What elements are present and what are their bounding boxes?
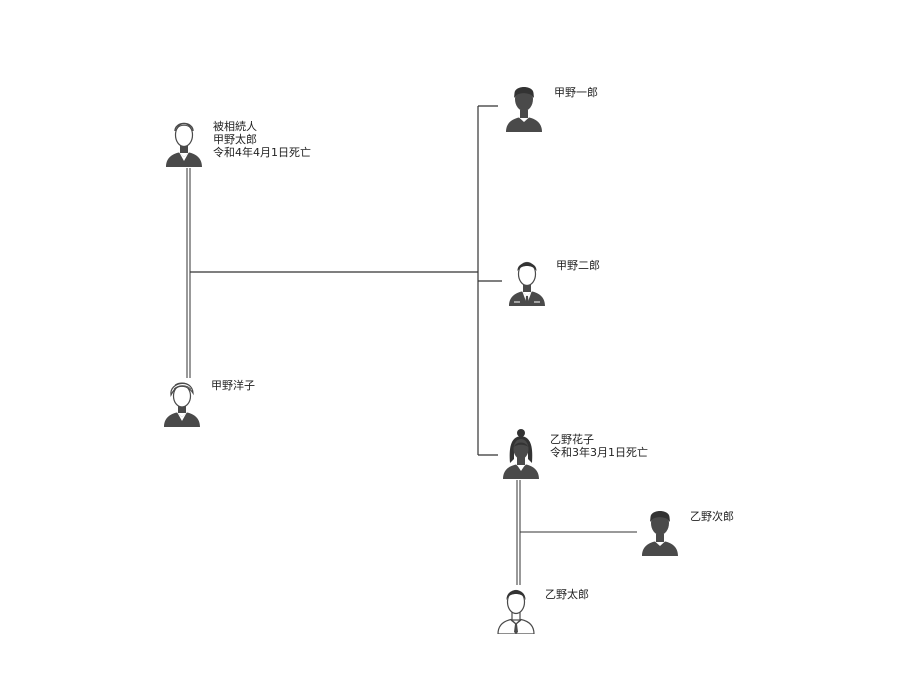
elderly-woman-icon — [163, 382, 201, 427]
child3-name: 乙野花子 — [550, 433, 594, 446]
child2-name: 甲野二郎 — [556, 259, 600, 272]
woman-icon — [503, 429, 539, 479]
child3-death-note: 令和3年3月1日死亡 — [550, 446, 648, 459]
spouse-name: 甲野洋子 — [211, 379, 255, 392]
marriage-line-child3-spouse — [516, 480, 521, 585]
man-icon — [642, 511, 678, 556]
deceased-label: 被相続人 甲野太郎 令和4年4月1日死亡 — [213, 120, 311, 159]
deceased-role: 被相続人 — [213, 120, 257, 133]
child1-label: 甲野一郎 — [554, 86, 598, 99]
deceased-name: 甲野太郎 — [213, 133, 257, 146]
businessman-icon — [508, 261, 546, 306]
man-icon — [506, 87, 542, 132]
grandchild-label: 乙野次郎 — [690, 510, 734, 523]
man-with-tie-icon — [497, 589, 535, 634]
child1-name: 甲野一郎 — [554, 86, 598, 99]
spouse-label: 甲野洋子 — [211, 379, 255, 392]
child3-spouse-name: 乙野太郎 — [545, 588, 589, 601]
child3-spouse-label: 乙野太郎 — [545, 588, 589, 601]
child2-label: 甲野二郎 — [556, 259, 600, 272]
marriage-line-deceased-spouse — [186, 168, 191, 378]
elderly-man-icon — [165, 122, 203, 167]
child3-label: 乙野花子 令和3年3月1日死亡 — [550, 433, 648, 459]
descent-line-children — [190, 105, 502, 456]
grandchild-name: 乙野次郎 — [690, 510, 734, 523]
deceased-death-note: 令和4年4月1日死亡 — [213, 146, 311, 159]
